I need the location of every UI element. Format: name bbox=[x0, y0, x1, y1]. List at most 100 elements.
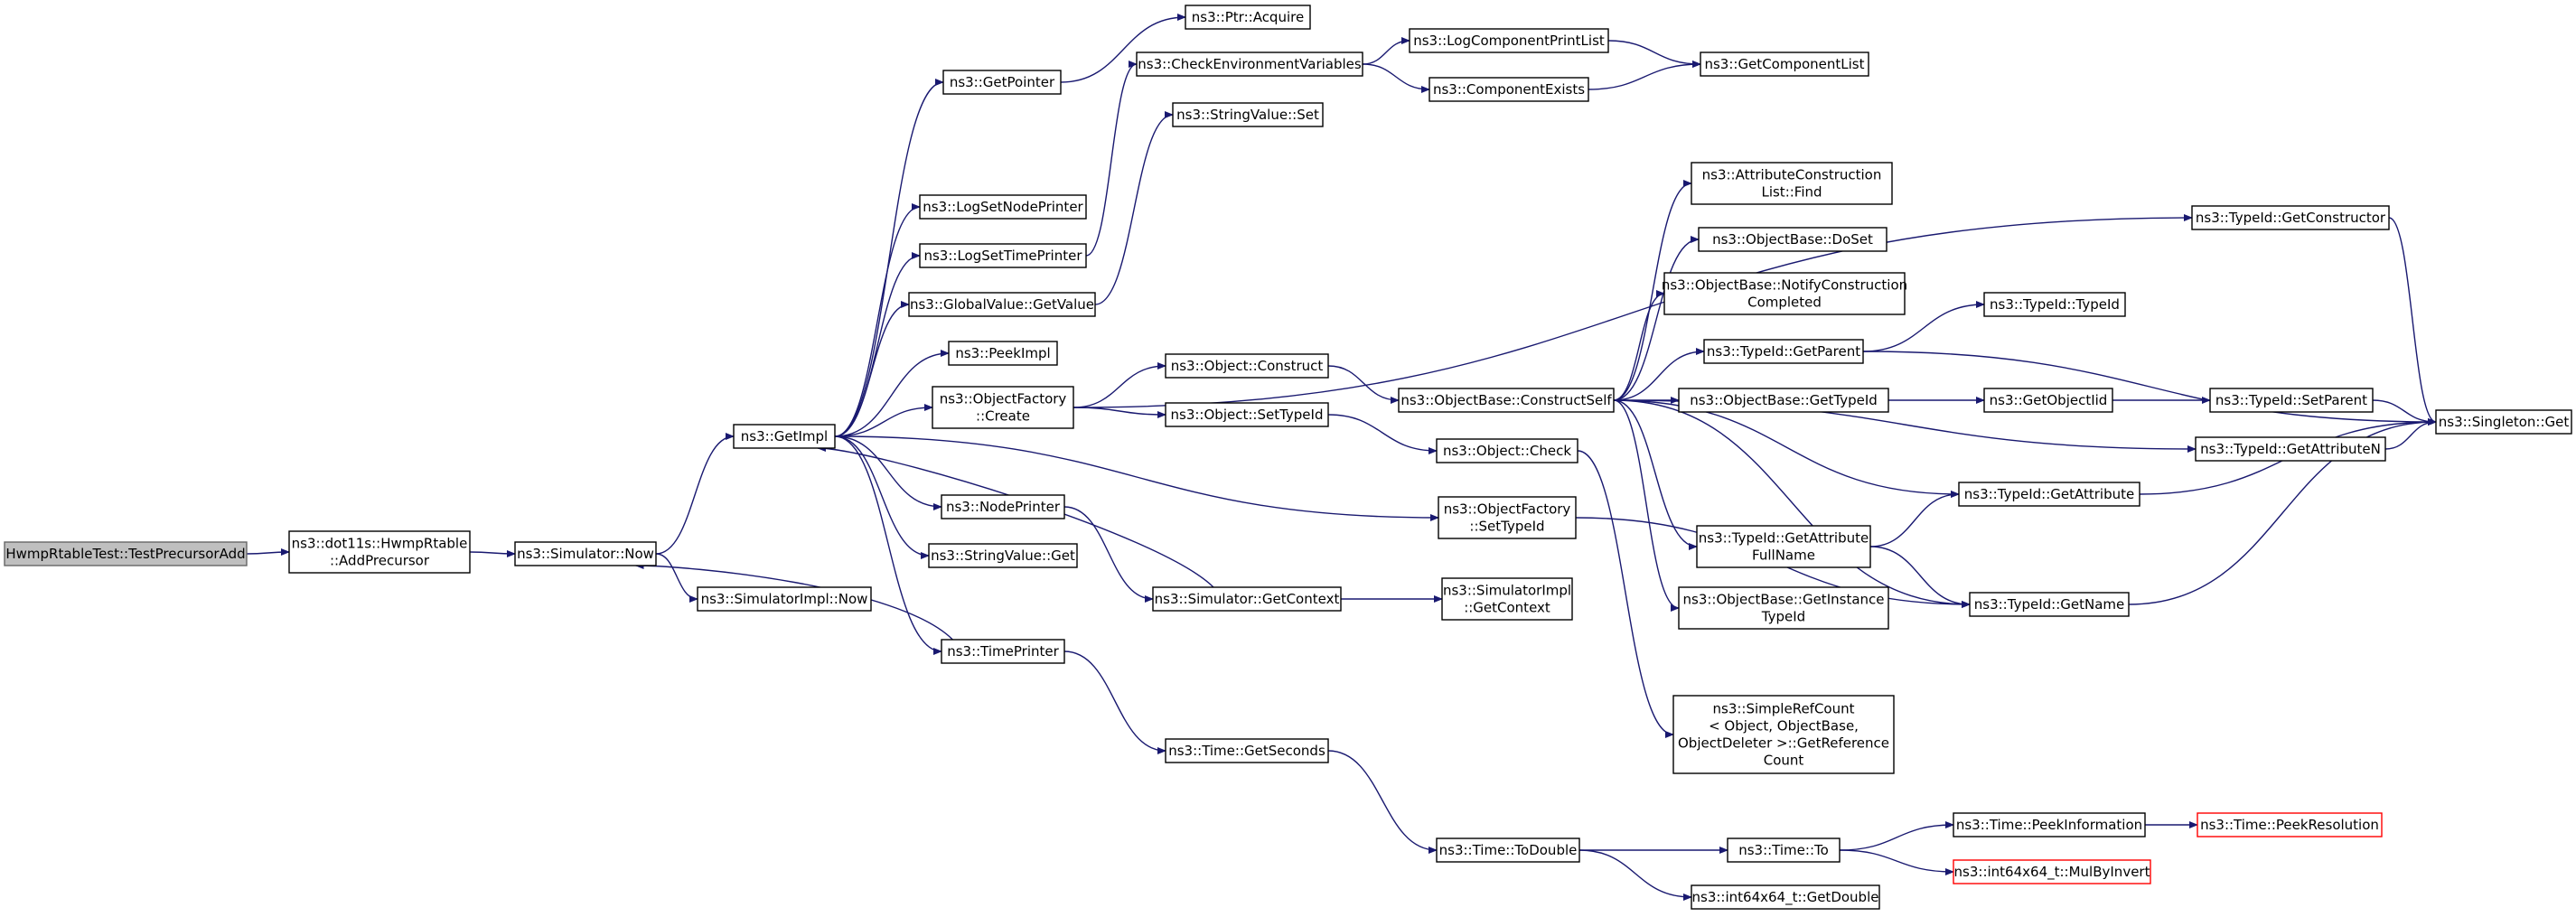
node-box bbox=[1983, 292, 2126, 317]
node-ns3-getimpl[interactable]: ns3::GetImpl bbox=[733, 424, 836, 449]
node-box bbox=[697, 586, 872, 612]
node-ns3-logsetnodeprinter[interactable]: ns3::LogSetNodePrinter bbox=[919, 194, 1087, 220]
node-ns3-checkenvironmentvariables[interactable]: ns3::CheckEnvironmentVariables bbox=[1136, 51, 1363, 77]
node-box bbox=[1953, 859, 2151, 884]
edge-n14-to-n3 bbox=[634, 562, 953, 641]
node-ns3-logcomponentprintlist[interactable]: ns3::LogComponentPrintList bbox=[1409, 28, 1609, 53]
edge-n11-to-n18 bbox=[1073, 362, 1166, 408]
edge-n6-to-n15 bbox=[1060, 14, 1186, 83]
node-ns3-ptr-acquire[interactable]: ns3::Ptr::Acquire bbox=[1185, 5, 1311, 30]
node-ns3-time-todouble[interactable]: ns3::Time::ToDouble bbox=[1436, 837, 1580, 863]
edge-n33-to-n40 bbox=[1862, 301, 1985, 352]
edge-n16-to-n23 bbox=[1362, 63, 1430, 93]
node-ns3-stringvalue-set[interactable]: ns3::StringValue::Set bbox=[1172, 102, 1324, 127]
node-ns3-time-getseconds[interactable]: ns3::Time::GetSeconds bbox=[1165, 738, 1329, 763]
node-ns3-typeid-getparent[interactable]: ns3::TypeId::GetParent bbox=[1703, 339, 1864, 364]
node-label: ns3::int64x64_t::MulByInvert bbox=[1954, 864, 2150, 881]
node-box bbox=[1953, 812, 2146, 837]
node-ns3-objectbase-constructself[interactable]: ns3::ObjectBase::ConstructSelf bbox=[1398, 388, 1615, 413]
edge-n19-to-n26 bbox=[1327, 414, 1438, 454]
node-label: Count bbox=[1764, 753, 1804, 769]
node-ns3-int64x64-t-mulbyinvert[interactable]: ns3::int64x64_t::MulByInvert bbox=[1953, 859, 2151, 884]
edge-n4-to-n27 bbox=[834, 435, 1439, 521]
node-label: ns3::CheckEnvironmentVariables bbox=[1138, 56, 1362, 72]
node-ns3-componentexists[interactable]: ns3::ComponentExists bbox=[1429, 77, 1589, 102]
node-ns3-typeid-getattributen[interactable]: ns3::TypeId::GetAttributeN bbox=[2195, 436, 2386, 462]
node-ns3-singleton-get[interactable]: ns3::Singleton::Get bbox=[2435, 409, 2572, 435]
node-ns3-objectbase-gettypeid[interactable]: ns3::ObjectBase::GetTypeId bbox=[1678, 388, 1889, 413]
edge-n25-to-n32 bbox=[1613, 290, 1665, 401]
edge-n4-to-n6 bbox=[834, 79, 944, 437]
node-box bbox=[1703, 339, 1864, 364]
edge-n25-to-n35 bbox=[1613, 399, 1698, 550]
node-box bbox=[4, 541, 248, 566]
edge-n38-to-n48 bbox=[1839, 821, 1954, 851]
node-label: ns3::GlobalValue::GetValue bbox=[910, 296, 1094, 313]
node-box bbox=[1958, 482, 2140, 507]
node-ns3-time-to[interactable]: ns3::Time::To bbox=[1727, 837, 1841, 863]
node-ns3-simplerefcount-object-objectbase-objectdeleter-getreference-count[interactable]: ns3::SimpleRefCount< Object, ObjectBase,… bbox=[1672, 695, 1895, 774]
edge-n4-to-n9 bbox=[834, 301, 910, 437]
node-ns3-typeid-getattribute[interactable]: ns3::TypeId::GetAttribute bbox=[1958, 482, 2140, 507]
node-ns3-globalvalue-getvalue[interactable]: ns3::GlobalValue::GetValue bbox=[908, 292, 1096, 317]
node-label: ns3::ObjectBase::GetInstance bbox=[1683, 592, 1885, 608]
node-label: ns3::StringValue::Get bbox=[931, 547, 1075, 564]
node-ns3-typeid-getconstructor[interactable]: ns3::TypeId::GetConstructor bbox=[2191, 205, 2390, 230]
node-hwmprtabletest-testprecursoradd[interactable]: HwmpRtableTest::TestPrecursorAdd bbox=[4, 541, 248, 566]
node-ns3-objectfactory-create[interactable]: ns3::ObjectFactory::Create bbox=[932, 386, 1074, 429]
node-ns3-typeid-typeid[interactable]: ns3::TypeId::TypeId bbox=[1983, 292, 2126, 317]
edge-n43-to-n47 bbox=[2372, 399, 2437, 426]
node-box bbox=[1969, 592, 2130, 617]
node-ns3-object-check[interactable]: ns3::Object::Check bbox=[1436, 438, 1578, 463]
node-ns3-simulator-getcontext[interactable]: ns3::Simulator::GetContext bbox=[1152, 586, 1342, 612]
node-box bbox=[1663, 272, 1906, 315]
node-ns3-object-construct[interactable]: ns3::Object::Construct bbox=[1165, 353, 1329, 379]
node-ns3-getpointer[interactable]: ns3::GetPointer bbox=[942, 70, 1062, 95]
node-label: ObjectDeleter >::GetReference bbox=[1678, 735, 1889, 752]
node-ns3-object-settypeid[interactable]: ns3::Object::SetTypeId bbox=[1165, 402, 1329, 427]
node-label: ns3::ObjectBase::DoSet bbox=[1712, 231, 1873, 248]
node-label: ns3::GetImpl bbox=[741, 428, 828, 444]
node-ns3-dot11s-hwmprtable-addprecursor[interactable]: ns3::dot11s::HwmpRtable::AddPrecursor bbox=[288, 530, 471, 574]
node-label: ns3::Time::PeekInformation bbox=[1956, 817, 2142, 833]
node-ns3-getobjectiid[interactable]: ns3::GetObjectIid bbox=[1983, 388, 2113, 413]
node-ns3-simulatorimpl-now[interactable]: ns3::SimulatorImpl::Now bbox=[697, 586, 872, 612]
node-label: ns3::LogSetNodePrinter bbox=[923, 199, 1083, 215]
node-label: ns3::ObjectBase::GetTypeId bbox=[1690, 392, 1878, 408]
node-label: ns3::GetPointer bbox=[950, 74, 1055, 90]
node-box bbox=[1678, 388, 1889, 413]
node-ns3-peekimpl[interactable]: ns3::PeekImpl bbox=[948, 341, 1058, 366]
node-box bbox=[1672, 695, 1895, 774]
node-ns3-stringvalue-get[interactable]: ns3::StringValue::Get bbox=[928, 543, 1078, 568]
node-ns3-simulatorimpl-getcontext[interactable]: ns3::SimulatorImpl::GetContext bbox=[1441, 577, 1573, 621]
node-ns3-logsettimeprinter[interactable]: ns3::LogSetTimePrinter bbox=[919, 243, 1087, 268]
node-box bbox=[948, 341, 1058, 366]
edge-n23-to-n24 bbox=[1588, 61, 1701, 90]
node-ns3-nodeprinter[interactable]: ns3::NodePrinter bbox=[941, 494, 1065, 519]
node-label: HwmpRtableTest::TestPrecursorAdd bbox=[5, 546, 245, 562]
node-ns3-time-peekresolution[interactable]: ns3::Time::PeekResolution bbox=[2197, 812, 2383, 837]
node-box bbox=[1165, 738, 1329, 763]
node-label: ::AddPrecursor bbox=[330, 553, 430, 569]
node-ns3-objectbase-doset[interactable]: ns3::ObjectBase::DoSet bbox=[1698, 227, 1888, 252]
node-ns3-typeid-setparent[interactable]: ns3::TypeId::SetParent bbox=[2209, 388, 2374, 413]
node-box bbox=[942, 70, 1062, 95]
node-label: ns3::int64x64_t::GetDouble bbox=[1692, 889, 1879, 906]
node-label: ns3::ObjectBase::NotifyConstruction bbox=[1662, 277, 1907, 294]
node-ns3-int64x64-t-getdouble[interactable]: ns3::int64x64_t::GetDouble bbox=[1691, 884, 1880, 910]
node-ns3-time-peekinformation[interactable]: ns3::Time::PeekInformation bbox=[1953, 812, 2146, 837]
node-ns3-getcomponentlist[interactable]: ns3::GetComponentList bbox=[1700, 51, 1869, 77]
node-ns3-simulator-now[interactable]: ns3::Simulator::Now bbox=[514, 541, 657, 566]
node-ns3-objectfactory-settypeid[interactable]: ns3::ObjectFactory::SetTypeId bbox=[1438, 496, 1577, 539]
edge-n25-to-n45 bbox=[1613, 399, 1960, 498]
node-ns3-timeprinter[interactable]: ns3::TimePrinter bbox=[941, 639, 1065, 664]
node-box bbox=[1698, 227, 1888, 252]
node-box bbox=[919, 194, 1087, 220]
node-box bbox=[2197, 812, 2383, 837]
node-label: ns3::ObjectFactory bbox=[940, 391, 1067, 407]
node-ns3-objectbase-notifyconstruction-completed[interactable]: ns3::ObjectBase::NotifyConstructionCompl… bbox=[1662, 272, 1907, 315]
node-ns3-typeid-getname[interactable]: ns3::TypeId::GetName bbox=[1969, 592, 2130, 617]
